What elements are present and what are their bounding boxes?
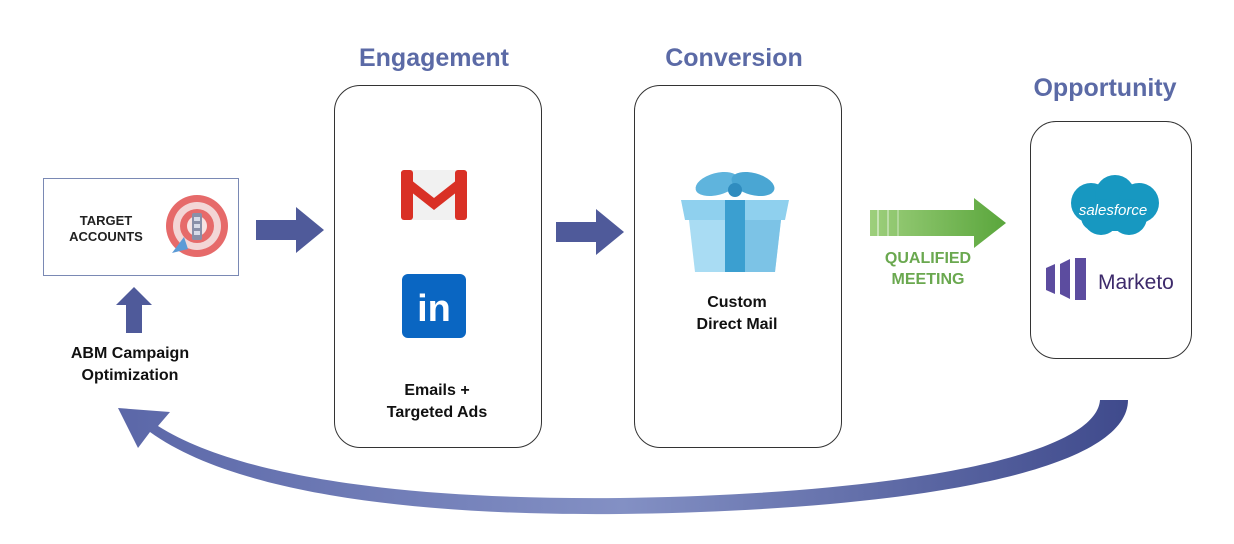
gift-icon bbox=[681, 171, 789, 272]
marketo-logo-text: Marketo bbox=[1098, 271, 1174, 294]
linkedin-logo-text: in bbox=[417, 288, 451, 330]
engagement-card bbox=[334, 85, 542, 448]
gmail-icon bbox=[401, 170, 467, 220]
marketo-icon bbox=[1046, 258, 1086, 300]
opportunity-card bbox=[1030, 121, 1192, 359]
qualified-line-1: QUALIFIED bbox=[884, 250, 972, 267]
qualified-arrow bbox=[870, 198, 1006, 248]
target-icon bbox=[166, 195, 228, 257]
engagement-line-1: Emails + bbox=[404, 382, 470, 399]
salesforce-logo-text: salesforce bbox=[1079, 202, 1147, 219]
stage-title-engagement: Engagement bbox=[358, 44, 510, 72]
stage-title-conversion: Conversion bbox=[665, 44, 803, 72]
conversion-card-label: Custom Direct Mail bbox=[634, 292, 840, 336]
flow-arrow-1 bbox=[256, 207, 324, 253]
target-accounts-label: TARGET ACCOUNTS bbox=[58, 213, 154, 245]
engagement-line-2: Targeted Ads bbox=[386, 404, 488, 421]
linkedin-icon: in bbox=[402, 274, 466, 338]
target-accounts-box: TARGET ACCOUNTS bbox=[43, 178, 239, 276]
target-line-2: ACCOUNTS bbox=[69, 229, 143, 244]
stage-title-opportunity: Opportunity bbox=[1033, 74, 1177, 102]
conversion-line-2: Direct Mail bbox=[696, 316, 778, 333]
engagement-card-label: Emails + Targeted Ads bbox=[334, 380, 540, 424]
conversion-line-1: Custom bbox=[707, 294, 767, 311]
up-arrow bbox=[116, 287, 152, 333]
qualified-meeting-label: QUALIFIED MEETING bbox=[862, 248, 994, 290]
feedback-line-1: ABM Campaign bbox=[70, 345, 190, 362]
flow-arrow-2 bbox=[556, 209, 624, 255]
salesforce-icon: salesforce bbox=[1071, 175, 1159, 235]
qualified-line-2: MEETING bbox=[891, 271, 965, 288]
feedback-label: ABM Campaign Optimization bbox=[40, 343, 220, 387]
feedback-line-2: Optimization bbox=[81, 367, 179, 384]
target-line-1: TARGET bbox=[79, 213, 133, 228]
